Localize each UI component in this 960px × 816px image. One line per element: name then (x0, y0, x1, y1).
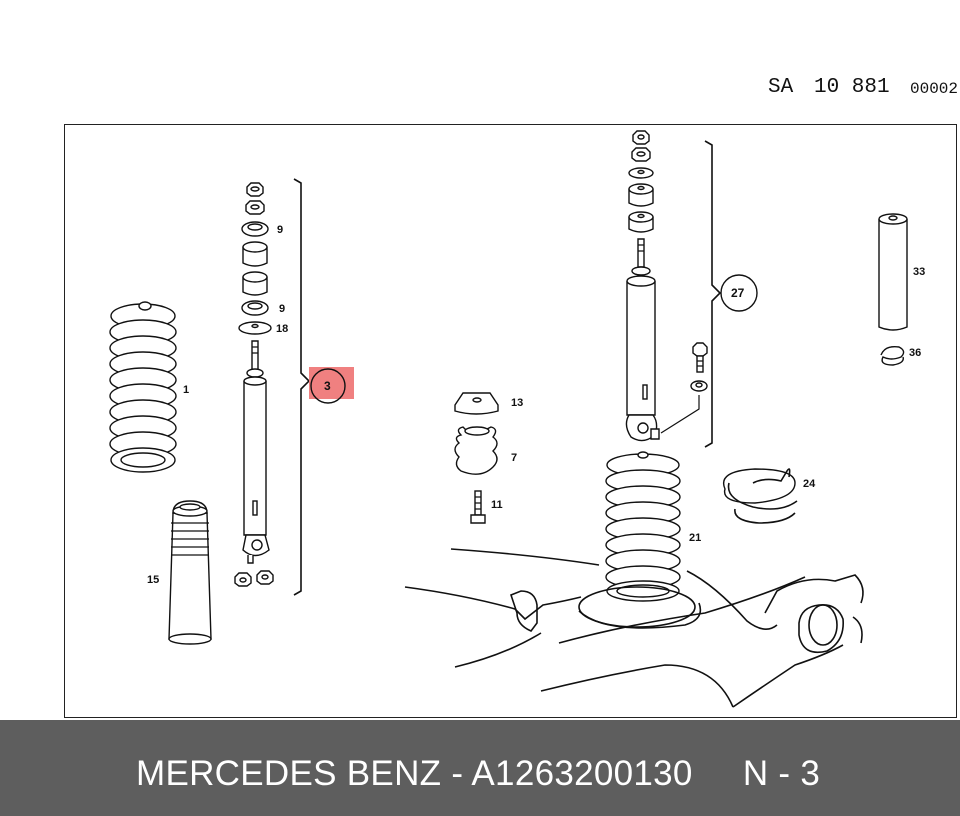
callout-assembly-3[interactable]: 3 (309, 367, 354, 404)
spring-seat-part-24[interactable] (723, 468, 798, 524)
callout-assembly-27[interactable]: 27 (720, 274, 758, 312)
label-part-11: 11 (491, 499, 503, 511)
label-part-21: 21 (689, 532, 701, 544)
parts-diagram-drawing: 1 15 (109, 130, 925, 708)
diagram-code-prefix: SA (768, 76, 794, 99)
vehicle-axle-outline (404, 548, 864, 708)
spring-pad-part-13[interactable] (454, 392, 499, 415)
assembly-3-bracket (293, 178, 311, 596)
label-part-24: 24 (803, 478, 816, 490)
footer-bar: MERCEDES BENZ - A1263200130 N - 3 (0, 720, 960, 816)
label-part-7: 7 (511, 452, 517, 464)
assembly-27-bracket (704, 140, 722, 448)
diagram-code-number: 10 881 (814, 76, 890, 99)
coil-spring-part-21[interactable] (605, 451, 681, 602)
callout-27-number: 27 (731, 286, 745, 300)
label-part-15: 15 (147, 574, 159, 586)
rubber-buffer-part-7[interactable] (454, 426, 498, 475)
label-part-9-lower: 9 (279, 303, 285, 315)
coil-spring-part-1[interactable] (109, 301, 177, 473)
label-part-33: 33 (913, 266, 925, 278)
diagram-sheet-number: 00002 (910, 80, 959, 98)
bolt-part-11[interactable] (470, 490, 486, 524)
label-part-9-upper: 9 (277, 224, 283, 236)
label-part-13: 13 (511, 397, 523, 409)
leader-line-27-bolt (660, 395, 700, 434)
label-part-1: 1 (183, 384, 189, 396)
parts-diagram: 1 15 (64, 124, 957, 718)
callout-3-number: 3 (324, 379, 331, 393)
label-part-36: 36 (909, 347, 921, 359)
shock-absorber-mounting-stack[interactable] (234, 182, 274, 587)
diagram-code: SA 10 881 00002 (766, 74, 960, 104)
clip-part-36[interactable] (880, 345, 905, 366)
bolt-and-washer-assembly-27[interactable] (690, 342, 708, 392)
bump-stop-boot-part-15[interactable] (168, 500, 212, 645)
footer-part-number: MERCEDES BENZ - A1263200130 N - 3 (136, 754, 821, 793)
label-part-18: 18 (276, 323, 288, 335)
shock-absorber-assembly-27[interactable] (625, 130, 660, 442)
bump-stop-part-33[interactable] (878, 213, 908, 331)
